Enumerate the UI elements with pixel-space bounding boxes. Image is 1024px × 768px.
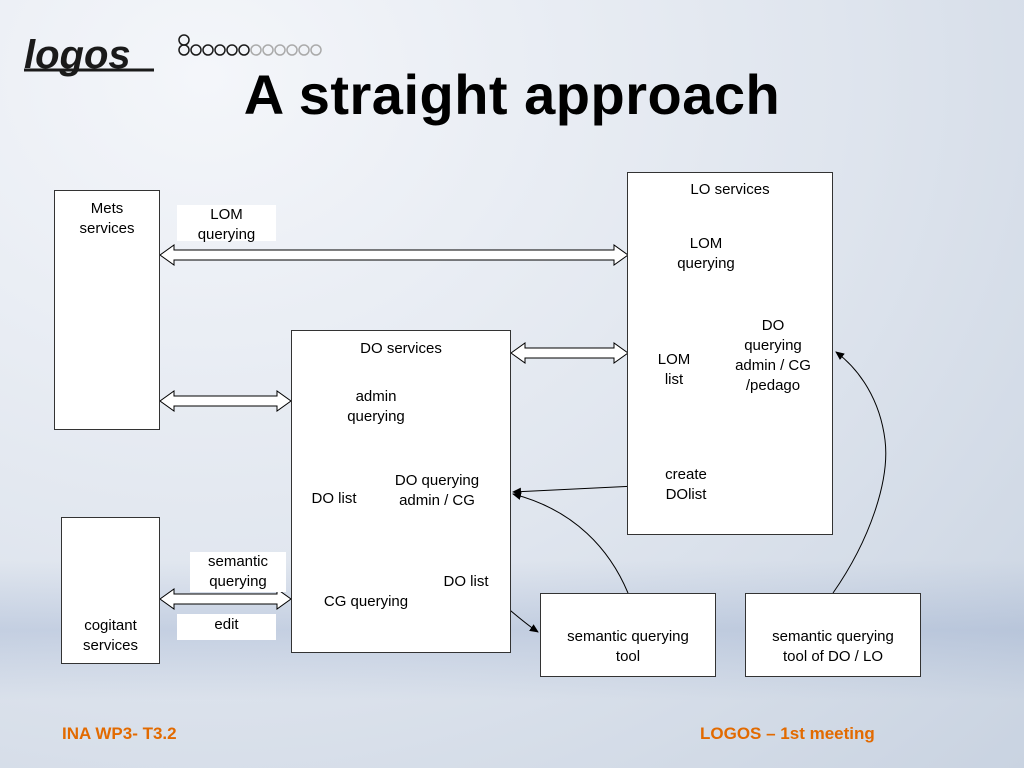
do-querying-admin-cg-label: DO querying admin / CG	[394, 472, 480, 509]
semantic-querying-tool-do-lo-box: semantic querying tool of DO / LO	[745, 593, 921, 677]
footer-right: LOGOS – 1st meeting	[700, 724, 875, 743]
do-list-left-label: DO list	[311, 490, 357, 507]
semantic-querying-link-label: semantic querying	[190, 552, 286, 592]
semantic-querying-tool-label: semantic querying tool	[567, 628, 689, 665]
lo-services-box: LO services	[627, 172, 833, 535]
do-services-box: DO services	[291, 330, 511, 653]
semantic-querying-tool-do-lo-label: semantic querying tool of DO / LO	[772, 628, 894, 665]
slide-title: A straight approach	[243, 63, 781, 126]
lo-create-dolist-label: create DOlist	[665, 466, 707, 503]
cg-querying-label: CG querying	[323, 593, 409, 610]
mets-services-label: Mets services	[79, 200, 135, 237]
double-arrow-do-lo	[510, 342, 629, 364]
arrow-semantictool-to-do	[512, 492, 629, 594]
do-list-right-label: DO list	[443, 573, 489, 590]
lom-querying-link-label: LOM querying	[177, 205, 276, 243]
double-arrow-mets-do	[159, 390, 292, 412]
double-arrow-mets-lo	[159, 244, 629, 266]
cogitant-services-box: cogitant services	[61, 517, 160, 664]
lo-lom-querying-label: LOM querying	[677, 235, 735, 272]
arrow-semantictooldolo-to-lo	[832, 351, 887, 594]
cogitant-services-label: cogitant services	[82, 617, 138, 654]
edit-link-label: edit	[177, 614, 276, 640]
double-arrow-cogitant-do	[159, 588, 292, 610]
semantic-querying-tool-box: semantic querying tool	[540, 593, 716, 677]
lo-do-querying-label: DO querying admin / CG /pedago	[735, 317, 811, 394]
mets-services-box: Mets services	[54, 190, 160, 430]
arrow-createdolist-to-do	[512, 485, 637, 496]
lo-services-label: LO services	[690, 181, 770, 198]
do-services-label: DO services	[360, 340, 442, 357]
lo-lom-list-label: LOM list	[657, 351, 691, 388]
logos-logo: logos	[24, 33, 322, 77]
footer-left: INA WP3- T3.2	[62, 724, 177, 743]
do-admin-querying-label: admin querying	[347, 388, 405, 425]
